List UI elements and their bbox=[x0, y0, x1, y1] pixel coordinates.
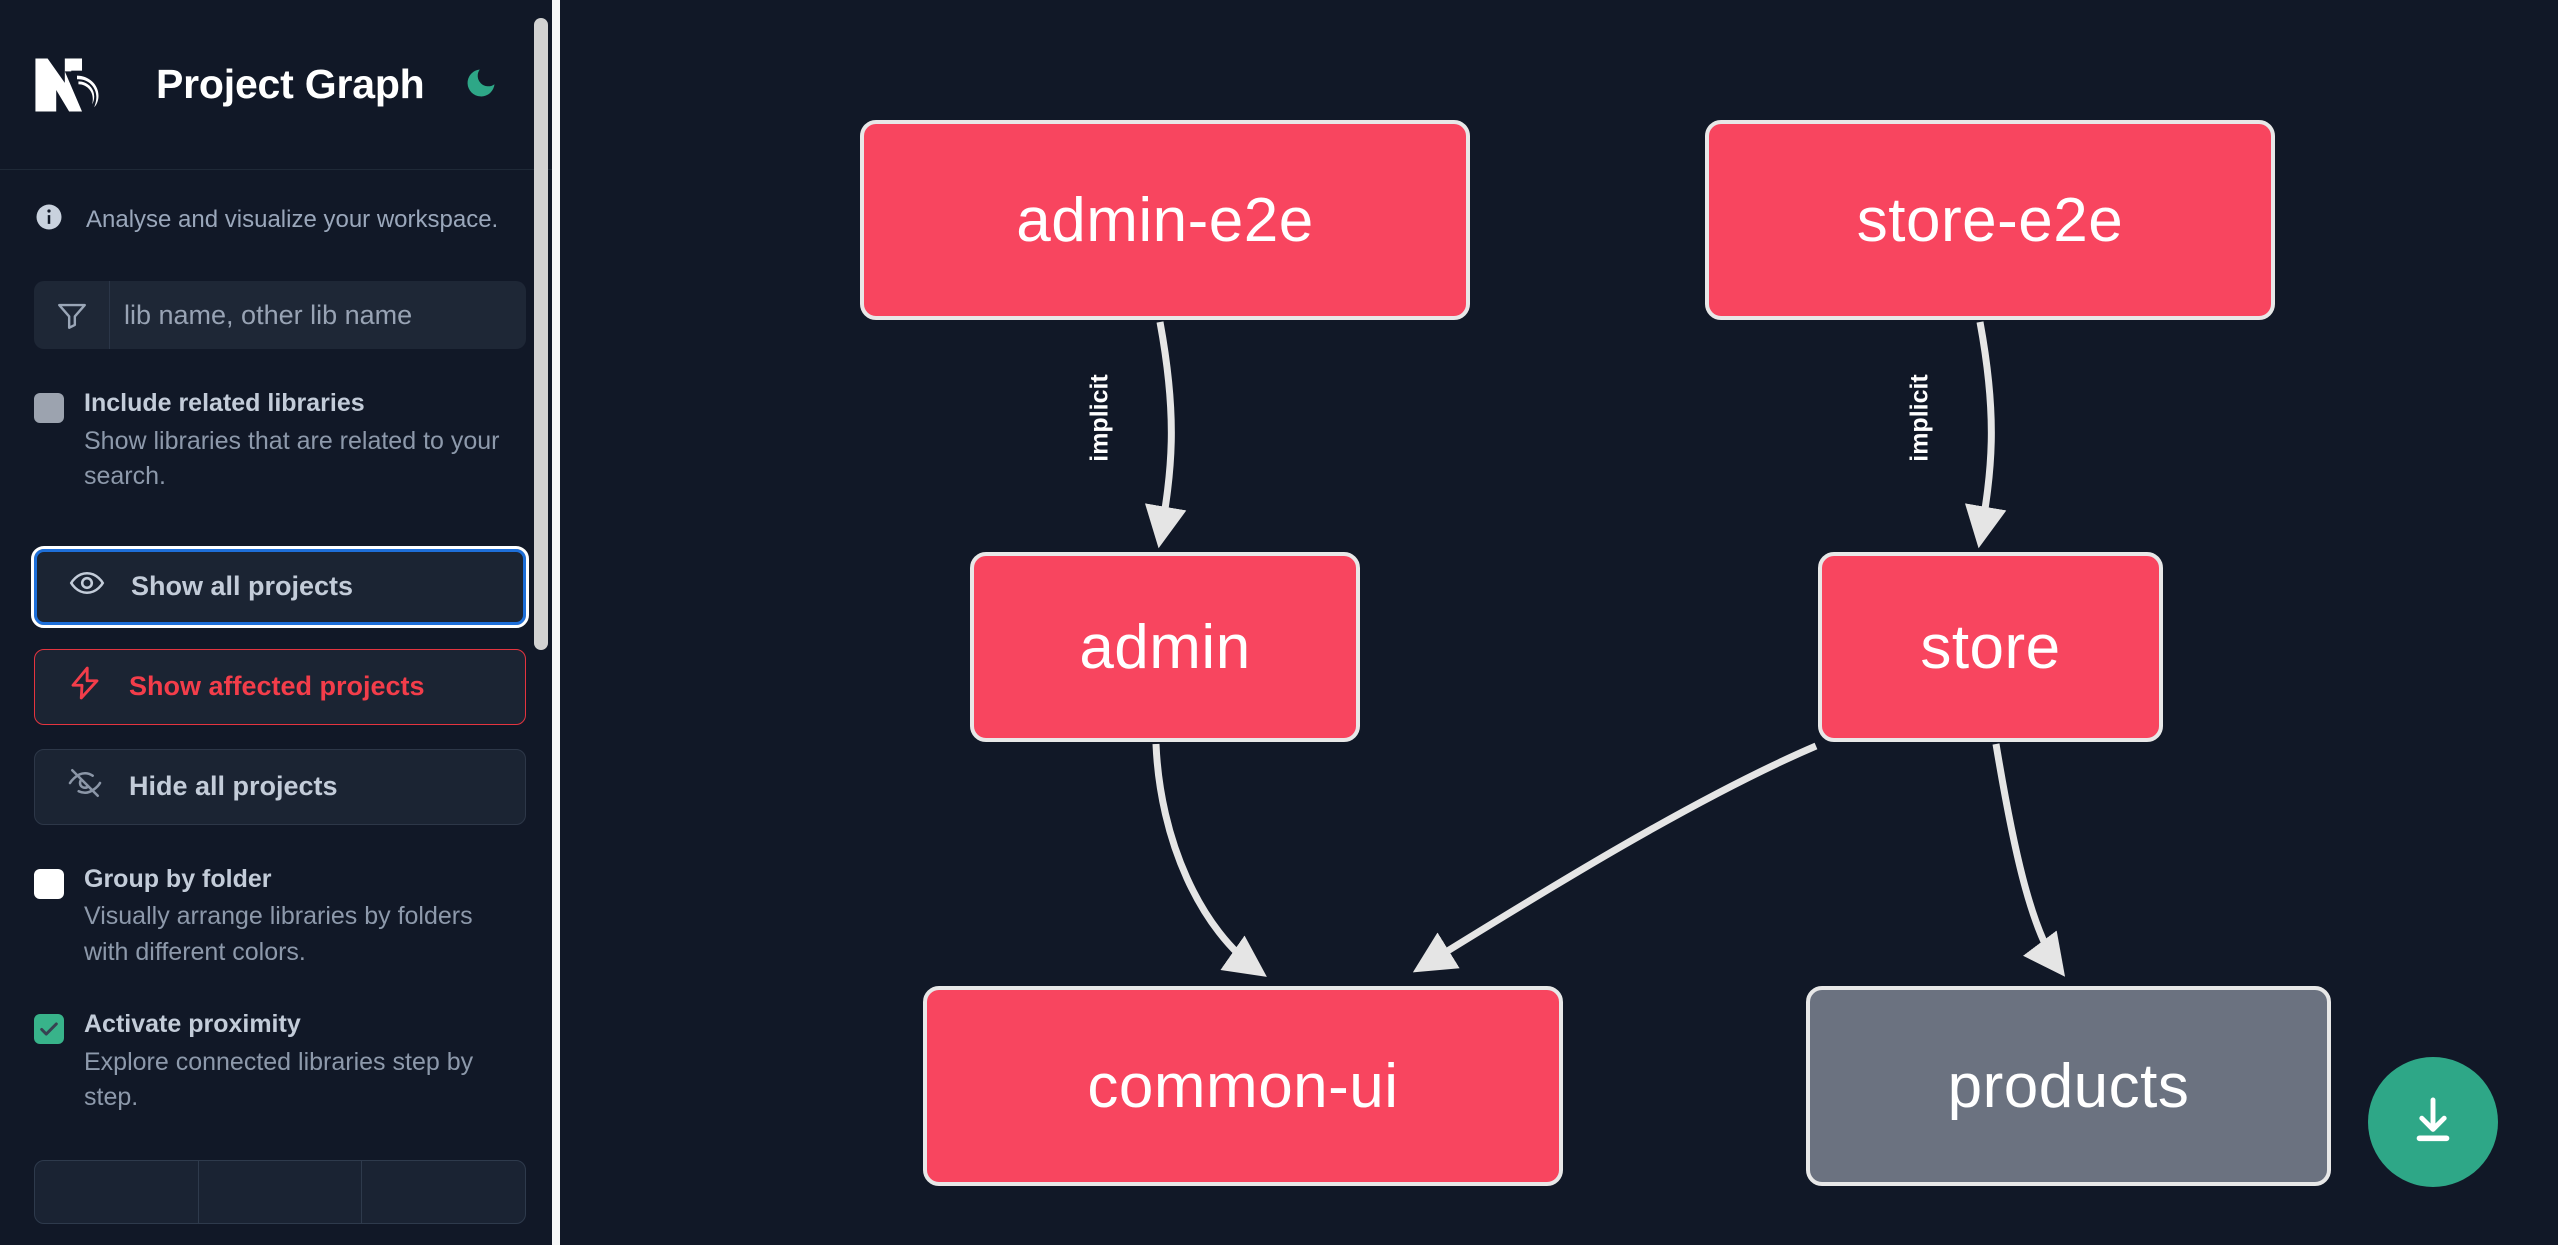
graph-node-admin-e2e[interactable]: admin-e2e bbox=[860, 120, 1470, 320]
sidebar-scrollbar[interactable] bbox=[534, 0, 548, 1245]
project-graph-canvas[interactable]: admin-e2e store-e2e admin store common-u… bbox=[560, 0, 2558, 1245]
edge-store-to-common-ui bbox=[1412, 742, 1818, 973]
show-all-projects-button[interactable]: Show all projects bbox=[31, 545, 529, 628]
bolt-icon bbox=[67, 665, 103, 708]
eye-off-icon bbox=[67, 765, 103, 808]
proximity-segment-1[interactable] bbox=[35, 1160, 199, 1223]
checkbox-group-by-folder[interactable]: Group by folder Visually arrange librari… bbox=[0, 863, 560, 971]
hide-all-projects-button[interactable]: Hide all projects bbox=[34, 748, 526, 825]
edge-store-to-products bbox=[1992, 743, 2066, 977]
show-affected-projects-button[interactable]: Show affected projects bbox=[34, 648, 526, 725]
theme-toggle-button[interactable] bbox=[461, 65, 501, 105]
search-input[interactable] bbox=[110, 281, 526, 349]
graph-node-store-label: store bbox=[1920, 612, 2061, 682]
graph-node-store-e2e[interactable]: store-e2e bbox=[1705, 120, 2275, 320]
edge-store-e2e-to-store bbox=[1964, 321, 2007, 549]
graph-node-products[interactable]: products bbox=[1806, 986, 2331, 1186]
filter-icon bbox=[34, 281, 110, 349]
checkbox-activate-proximity[interactable]: Activate proximity Explore connected lib… bbox=[0, 1008, 560, 1116]
graph-node-admin-e2e-label: admin-e2e bbox=[1016, 185, 1314, 255]
graph-node-admin[interactable]: admin bbox=[970, 552, 1360, 742]
check-icon bbox=[34, 1014, 64, 1044]
sidebar-scroll-area[interactable]: Project Graph Ana bbox=[0, 0, 560, 1245]
edge-admin-to-common-ui bbox=[1152, 743, 1267, 977]
checkbox-group-by-folder-box[interactable] bbox=[34, 868, 64, 899]
checkbox-include-related-libraries[interactable]: Include related libraries Show libraries… bbox=[0, 387, 560, 495]
edge-label-store-e2e-to-store: implicit bbox=[1905, 374, 1934, 462]
project-action-buttons: Show all projects Show affected projects bbox=[0, 545, 560, 825]
eye-icon bbox=[69, 565, 105, 608]
proximity-segment-2[interactable] bbox=[199, 1160, 363, 1223]
sidebar-divider bbox=[552, 0, 560, 1245]
sidebar-info-text: Analyse and visualize your workspace. bbox=[86, 205, 499, 233]
graph-node-common-ui[interactable]: common-ui bbox=[923, 986, 1563, 1186]
moon-icon bbox=[463, 65, 499, 104]
proximity-segment-3[interactable] bbox=[362, 1161, 525, 1223]
graph-node-products-label: products bbox=[1947, 1051, 2190, 1121]
show-affected-projects-label: Show affected projects bbox=[129, 671, 425, 701]
hide-all-projects-label: Hide all projects bbox=[129, 771, 338, 801]
page-title: Project Graph bbox=[156, 61, 425, 107]
info-icon bbox=[34, 202, 64, 237]
download-graph-button[interactable] bbox=[2368, 1057, 2498, 1187]
sidebar: Project Graph Ana bbox=[0, 0, 560, 1245]
edge-admin-e2e-to-admin bbox=[1144, 321, 1187, 549]
proximity-segmented-control[interactable] bbox=[34, 1159, 526, 1224]
checkbox-group-by-folder-description: Visually arrange libraries by folders wi… bbox=[84, 902, 473, 966]
sidebar-header: Project Graph bbox=[0, 0, 560, 170]
graph-node-store[interactable]: store bbox=[1818, 552, 2163, 742]
checkbox-include-related-libraries-box[interactable] bbox=[34, 393, 64, 423]
checkbox-activate-proximity-description: Explore connected libraries step by step… bbox=[84, 1047, 474, 1112]
nx-logo bbox=[34, 57, 120, 113]
sidebar-info: Analyse and visualize your workspace. bbox=[0, 170, 560, 237]
download-icon bbox=[2405, 1093, 2461, 1152]
edge-label-admin-e2e-to-admin: implicit bbox=[1085, 374, 1114, 462]
checkbox-group-by-folder-label: Group by folder bbox=[84, 864, 272, 893]
graph-node-admin-label: admin bbox=[1079, 612, 1251, 682]
checkbox-include-related-libraries-label: Include related libraries bbox=[84, 389, 365, 417]
checkbox-activate-proximity-label: Activate proximity bbox=[84, 1010, 301, 1038]
checkbox-include-related-libraries-description: Show libraries that are related to your … bbox=[84, 426, 500, 491]
show-all-projects-label: Show all projects bbox=[131, 571, 354, 601]
sidebar-scrollbar-thumb[interactable] bbox=[534, 18, 548, 650]
graph-node-common-ui-label: common-ui bbox=[1087, 1051, 1399, 1121]
graph-edges bbox=[1144, 321, 2066, 977]
graph-node-store-e2e-label: store-e2e bbox=[1856, 185, 2124, 255]
search-box[interactable] bbox=[34, 281, 526, 349]
checkbox-activate-proximity-box[interactable] bbox=[34, 1014, 64, 1044]
